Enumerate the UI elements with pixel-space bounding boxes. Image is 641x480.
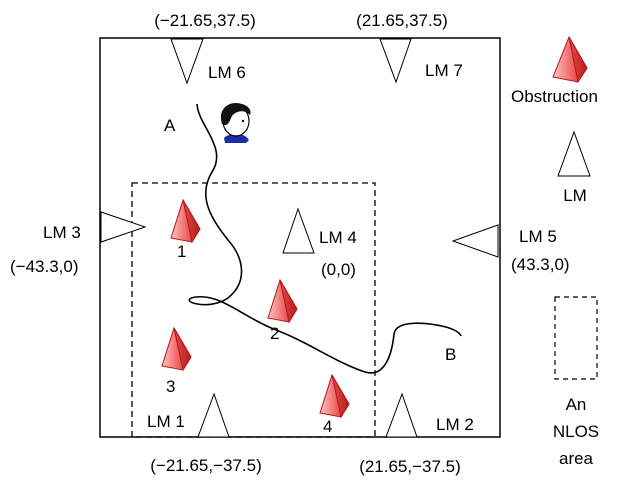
landmark-lm3-coord: (−43.3,0) [10, 257, 79, 276]
landmark-lm6-label: LM 6 [208, 63, 246, 82]
landmark-lm7-label: LM 7 [425, 61, 463, 80]
person-icon [220, 102, 251, 143]
landmark-lm2-label: LM 2 [436, 415, 474, 434]
corner-top-left: (−21.65,37.5) [154, 11, 256, 30]
landmark-lm5-triangle [451, 224, 499, 258]
legend-obstruction-icon [552, 35, 588, 84]
landmark-lm3-label: LM 3 [43, 223, 81, 242]
walking-path [188, 103, 462, 374]
landmark-lm2: LM 2 [385, 392, 474, 438]
obstruction-2: 2 [267, 279, 298, 343]
obstruction-2-label: 2 [270, 324, 279, 343]
landmark-lm7: LM 7 [379, 38, 463, 84]
landmark-lm7-triangle [379, 38, 412, 84]
landmark-lm5-coord: (43.3,0) [511, 255, 570, 274]
landmark-lm6-triangle [170, 38, 204, 85]
obstruction-1-label: 1 [177, 242, 186, 261]
obstruction-4-label: 4 [323, 417, 332, 436]
nlos-area [131, 182, 376, 438]
landmark-lm4-triangle [282, 207, 315, 254]
legend: Obstruction LM An NLOS area [511, 35, 599, 468]
legend-nlos-icon [554, 296, 598, 380]
landmark-lm4-coord: (0,0) [321, 260, 356, 279]
landmark-lm4-label: LM 4 [319, 228, 357, 247]
legend-nlos-line1: An [566, 395, 587, 414]
legend-nlos-line3: area [559, 449, 594, 468]
corner-top-right: (21.65,37.5) [356, 11, 448, 30]
landmark-lm5: LM 5 (43.3,0) [451, 224, 570, 274]
legend-lm-label: LM [563, 186, 587, 205]
landmark-lm3: LM 3 (−43.3,0) [10, 211, 147, 276]
landmark-lm3-triangle [100, 211, 147, 243]
obstruction-3: 3 [161, 327, 192, 396]
landmark-lm6: LM 6 [170, 38, 246, 85]
path-end-label: B [445, 345, 456, 364]
landmark-lm2-triangle [385, 392, 418, 438]
legend-obstruction-label: Obstruction [511, 87, 598, 106]
obstruction-1: 1 [170, 199, 201, 261]
legend-nlos-line2: NLOS [553, 422, 599, 441]
legend-lm-icon [557, 130, 591, 177]
corner-bottom-left: (−21.65,−37.5) [150, 456, 262, 475]
corner-bottom-right: (21.65,−37.5) [359, 457, 461, 476]
obstruction-4: 4 [319, 374, 350, 436]
landmark-lm1-label: LM 1 [147, 412, 185, 431]
obstruction-3-label: 3 [166, 377, 175, 396]
landmark-lm4: LM 4 (0,0) [282, 207, 357, 279]
landmark-lm1-triangle [197, 392, 230, 438]
path-start-label: A [164, 116, 176, 135]
landmark-lm1: LM 1 [147, 392, 230, 438]
landmark-lm5-label: LM 5 [519, 227, 557, 246]
